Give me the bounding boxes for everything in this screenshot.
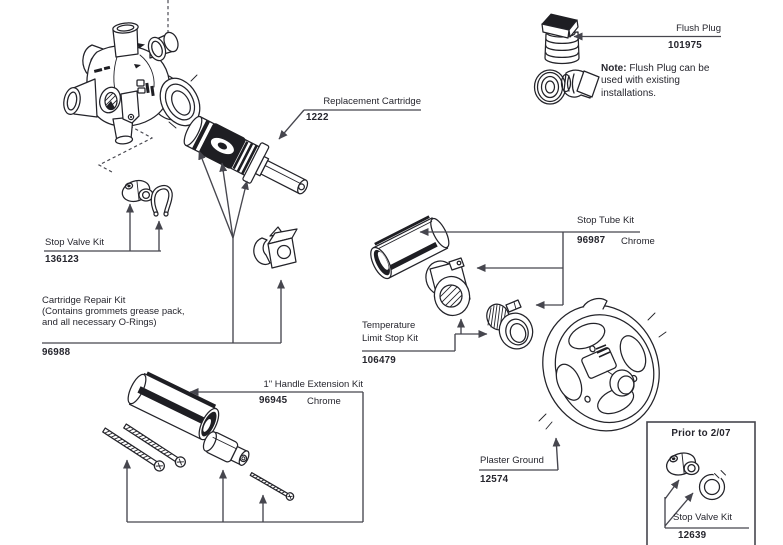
handle-screw-3 <box>249 472 295 501</box>
temperature-limit-stop-kit-number: 106479 <box>362 355 396 366</box>
note-prefix: Note: <box>601 63 627 74</box>
cartridge-repair-kit-number: 96988 <box>42 347 71 358</box>
leader-handle-extension-kit <box>123 388 364 523</box>
stop-tube-kit-number: 96987 <box>577 235 606 246</box>
cartridge-repair-kit-label: Cartridge Repair Kit <box>42 295 126 306</box>
stop-tube-kit-label: Stop Tube Kit <box>577 215 635 226</box>
replacement-cartridge-number: 1222 <box>306 112 329 123</box>
retainer-clip-illustration <box>150 184 173 217</box>
handle-sleeve-illustration <box>127 371 220 441</box>
stop-tube-kit-finish: Chrome <box>621 236 655 247</box>
stop-tube-illustration <box>370 215 450 280</box>
prior-stop-valve-illustration <box>663 448 700 480</box>
leader-stop-tube-kit <box>419 228 640 309</box>
flush-plug-illustration <box>541 13 580 65</box>
replacement-cartridge-illustration <box>183 115 309 195</box>
flush-plug-note: Note: Flush Plug can be used with existi… <box>601 63 721 100</box>
leader-plaster-ground <box>479 437 561 471</box>
stop-valve-kit-number: 136123 <box>45 254 79 265</box>
handle-extension-kit-finish: Chrome <box>307 396 341 407</box>
limit-stop-collar-illustration <box>425 257 471 317</box>
temperature-limit-stop-kit-label-2: Limit Stop Kit <box>362 333 418 344</box>
o-ring-illustration <box>698 469 726 501</box>
plaster-ground-label: Plaster Ground <box>480 455 544 466</box>
flush-plug-label: Flush Plug <box>676 23 721 34</box>
temperature-limit-stop-kit-label-1: Temperature <box>362 320 416 331</box>
stop-valve-kit-label: Stop Valve Kit <box>45 237 104 248</box>
leader-cartridge-repair-kit <box>42 150 285 344</box>
prior-box-title: Prior to 2/07 <box>671 428 731 439</box>
flush-plug-number: 101975 <box>668 40 702 51</box>
hex-extension-illustration <box>202 431 250 466</box>
leader-temperature-limit-stop-kit <box>362 318 488 352</box>
prior-stop-valve-kit-number: 12639 <box>678 530 707 541</box>
flush-plug-side-illustration <box>533 69 600 105</box>
plaster-ground-number: 12574 <box>480 474 509 485</box>
leader-replacement-cartridge <box>278 109 421 140</box>
note-text: Flush Plug can be used with existing ins… <box>601 63 710 99</box>
handle-extension-kit-number: 96945 <box>259 395 288 406</box>
plaster-ground-illustration <box>538 297 667 432</box>
replacement-cartridge-label: Replacement Cartridge <box>323 96 421 107</box>
valve-body-illustration <box>63 22 201 145</box>
leader-stop-valve-kit <box>44 203 163 252</box>
prior-stop-valve-kit-label: Stop Valve Kit <box>673 512 732 523</box>
assembly-dashed-lines <box>97 0 169 173</box>
leader-prior-stop-valve-kit <box>664 479 749 529</box>
stop-valve-illustration <box>118 176 154 206</box>
prior-box-outline <box>646 421 756 545</box>
cartridge-repair-kit-desc2: and all necessary O-Rings) <box>42 317 157 328</box>
handle-extension-kit-label: 1" Handle Extension Kit <box>263 379 364 390</box>
limit-stop-gear-illustration <box>486 299 534 350</box>
cartridge-repair-kit-desc1: (Contains grommets grease pack, <box>42 306 185 317</box>
cartridge-nut-illustration <box>253 226 298 269</box>
